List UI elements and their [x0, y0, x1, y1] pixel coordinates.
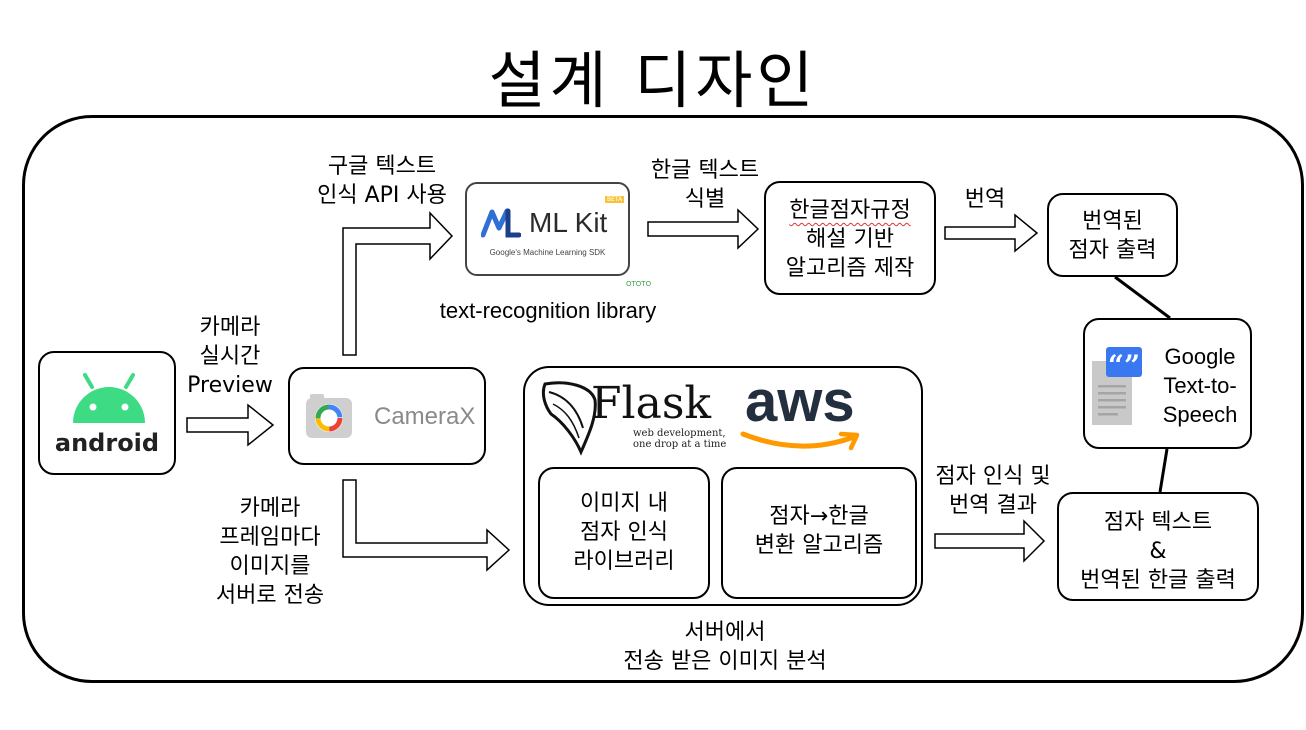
connector-translated-to-tts — [1114, 275, 1171, 320]
flask-title: Flask — [591, 378, 712, 429]
arrow-android-to-camerax — [186, 403, 275, 447]
camerax-box: CameraX — [288, 367, 486, 465]
mlkit-subtitle: Google's Machine Learning SDK — [489, 248, 606, 257]
mlkit-text: ML Kit — [529, 207, 608, 238]
svg-text:“”: “” — [1108, 349, 1140, 382]
mlkit-logo-icon — [481, 208, 521, 238]
mlkit-box: ML Kit BETA Google's Machine Learning SD… — [465, 182, 630, 276]
arrow-rules-to-translated — [944, 213, 1039, 253]
arrow-camerax-to-mlkit — [342, 211, 454, 356]
frame-send-label: 카메라 프레임마다 이미지를 서버로 전송 — [215, 496, 325, 608]
android-box: android — [38, 351, 176, 475]
braille-rules-algorithm-box: 한글점자규정 해설 기반 알고리즘 제작 — [764, 181, 936, 295]
flask-horn-icon — [541, 381, 597, 456]
braille-hangul-output-box: 점자 텍스트 & 번역된 한글 출력 — [1057, 492, 1259, 601]
android-robot-icon — [73, 373, 145, 423]
arrow-camerax-to-server — [342, 479, 511, 572]
connector-tts-to-output — [1158, 448, 1169, 493]
system-frame — [22, 115, 1304, 683]
mlkit-badge: BETA — [605, 196, 625, 203]
server-caption: 서버에서 전송 받은 이미지 분석 — [623, 620, 827, 674]
arrow-server-to-output — [934, 519, 1046, 563]
camerax-icon — [306, 394, 352, 438]
google-ocr-label: 구글 텍스트 인식 API 사용 — [317, 154, 447, 208]
tts-document-quote-icon: “” — [1092, 347, 1142, 425]
recognition-result-label: 점자 인식 및 번역 결과 — [935, 464, 1051, 518]
translated-braille-output-box: 번역된 점자 출력 — [1047, 193, 1178, 277]
server-box: Flask web development, one drop at a tim… — [523, 366, 923, 606]
camerax-text: CameraX — [374, 403, 476, 430]
braille-recognition-library-box: 이미지 내 점자 인식 라이브러리 — [538, 467, 710, 599]
translate-label: 번역 — [964, 187, 1006, 212]
hangul-detect-label: 한글 텍스트 식별 — [650, 158, 760, 212]
google-tts-box: “” Google Text-to- Speech — [1083, 318, 1252, 449]
text-recognition-label: text-recognition library — [439, 298, 657, 323]
tts-text: Google Text-to- Speech — [1162, 344, 1238, 427]
braille-to-hangul-algorithm-box: 점자→한글 변환 알고리즘 — [721, 467, 917, 599]
aws-logo-text: aws — [745, 369, 855, 434]
aws-smile-icon — [740, 431, 860, 451]
android-logo-text: android — [54, 429, 160, 457]
mlkit-corner-mark: OTOTO — [626, 280, 652, 288]
arrow-mlkit-to-rules — [647, 208, 760, 250]
flask-subtitle: web development, one drop at a time — [633, 428, 727, 450]
camera-preview-label: 카메라 실시간 Preview — [187, 315, 273, 398]
page-title: 설계 디자인 — [488, 44, 818, 117]
